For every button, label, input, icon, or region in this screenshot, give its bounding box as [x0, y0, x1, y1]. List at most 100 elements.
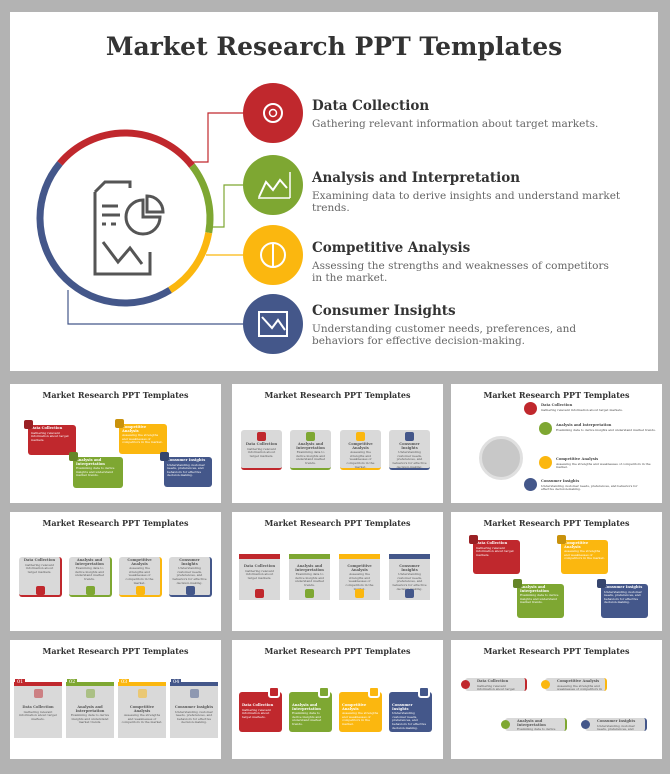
bar-trend-icon [160, 452, 169, 461]
connector-blue [67, 290, 245, 325]
bar-trend-icon [581, 720, 590, 729]
item-desc: Assessing the strengths and weaknesses o… [312, 260, 609, 284]
thumbnail-title: Market Research PPT Templates [483, 390, 630, 400]
gear-target-icon [257, 432, 266, 441]
report-chart-icon [93, 180, 152, 276]
item-title: Data Collection [312, 98, 430, 114]
bar-trend-icon [418, 686, 430, 698]
item-title: Consumer Insights [312, 303, 456, 319]
line-chart-icon [306, 432, 315, 441]
pie-chart-icon [355, 589, 364, 598]
step-number: 02 [67, 679, 78, 685]
thumbnail-title: Market Research PPT Templates [42, 518, 189, 528]
item-desc: Gathering relevant information about tar… [312, 118, 599, 130]
icon-circle-2 [243, 155, 303, 215]
pie-chart-icon [136, 586, 145, 595]
ring-segment-red [57, 129, 195, 168]
gear-target-icon [469, 535, 478, 544]
ring-segment-green [189, 163, 214, 234]
gear-target-icon [24, 420, 33, 429]
ring-segment-blue [36, 161, 172, 307]
pie-chart-icon [557, 535, 566, 544]
ring-diagram [36, 83, 303, 354]
target-icon [268, 108, 278, 118]
ring-segment-yellow [168, 232, 213, 294]
gear-target-icon [263, 103, 283, 123]
pie-chart-icon [124, 198, 162, 236]
line-chart-icon [305, 589, 314, 598]
pie-chart-icon [368, 686, 380, 698]
pie-chart-icon [541, 680, 550, 689]
step-number: 03 [119, 679, 130, 685]
connector-red [188, 112, 245, 163]
thumbnail-title: Market Research PPT Templates [42, 646, 189, 656]
thumbnail-title: Market Research PPT Templates [264, 390, 411, 400]
line-chart-icon [69, 452, 78, 461]
step-number: 04 [171, 679, 182, 685]
bar-trend-icon [524, 478, 537, 491]
step-number: 01 [15, 679, 26, 685]
thumbnail-title: Market Research PPT Templates [264, 518, 411, 528]
pie-chart-icon [137, 689, 147, 698]
thumbnail-title: Market Research PPT Templates [483, 646, 630, 656]
pie-chart-icon [115, 419, 124, 428]
pie-slice-icon [145, 194, 165, 214]
item-desc: Examining data to derive insights and un… [312, 190, 621, 214]
gear-target-icon [33, 689, 43, 698]
line-chart-icon [501, 720, 510, 729]
bar-trend-icon [186, 586, 195, 595]
gear-target-icon [461, 680, 470, 689]
connector-green [212, 184, 245, 228]
line-chart-icon [539, 422, 552, 435]
item-desc: Understanding customer needs, preference… [312, 323, 577, 347]
bar-trend-icon [405, 589, 414, 598]
gear-target-icon [255, 589, 264, 598]
main-slide[interactable]: Market Research PPT Templates Data Colle… [10, 12, 658, 371]
item-title: Competitive Analysis [312, 240, 471, 256]
icon-circle-4 [243, 294, 303, 354]
gear-target-icon [524, 402, 537, 415]
slide-title: Market Research PPT Templates [105, 32, 563, 61]
item-title: Analysis and Interpretation [312, 170, 521, 186]
pie-chart-icon [356, 432, 365, 441]
thumbnail-title: Market Research PPT Templates [483, 518, 630, 528]
gear-target-icon [268, 686, 280, 698]
line-chart-icon [258, 178, 288, 198]
bar-trend-icon [597, 579, 606, 588]
